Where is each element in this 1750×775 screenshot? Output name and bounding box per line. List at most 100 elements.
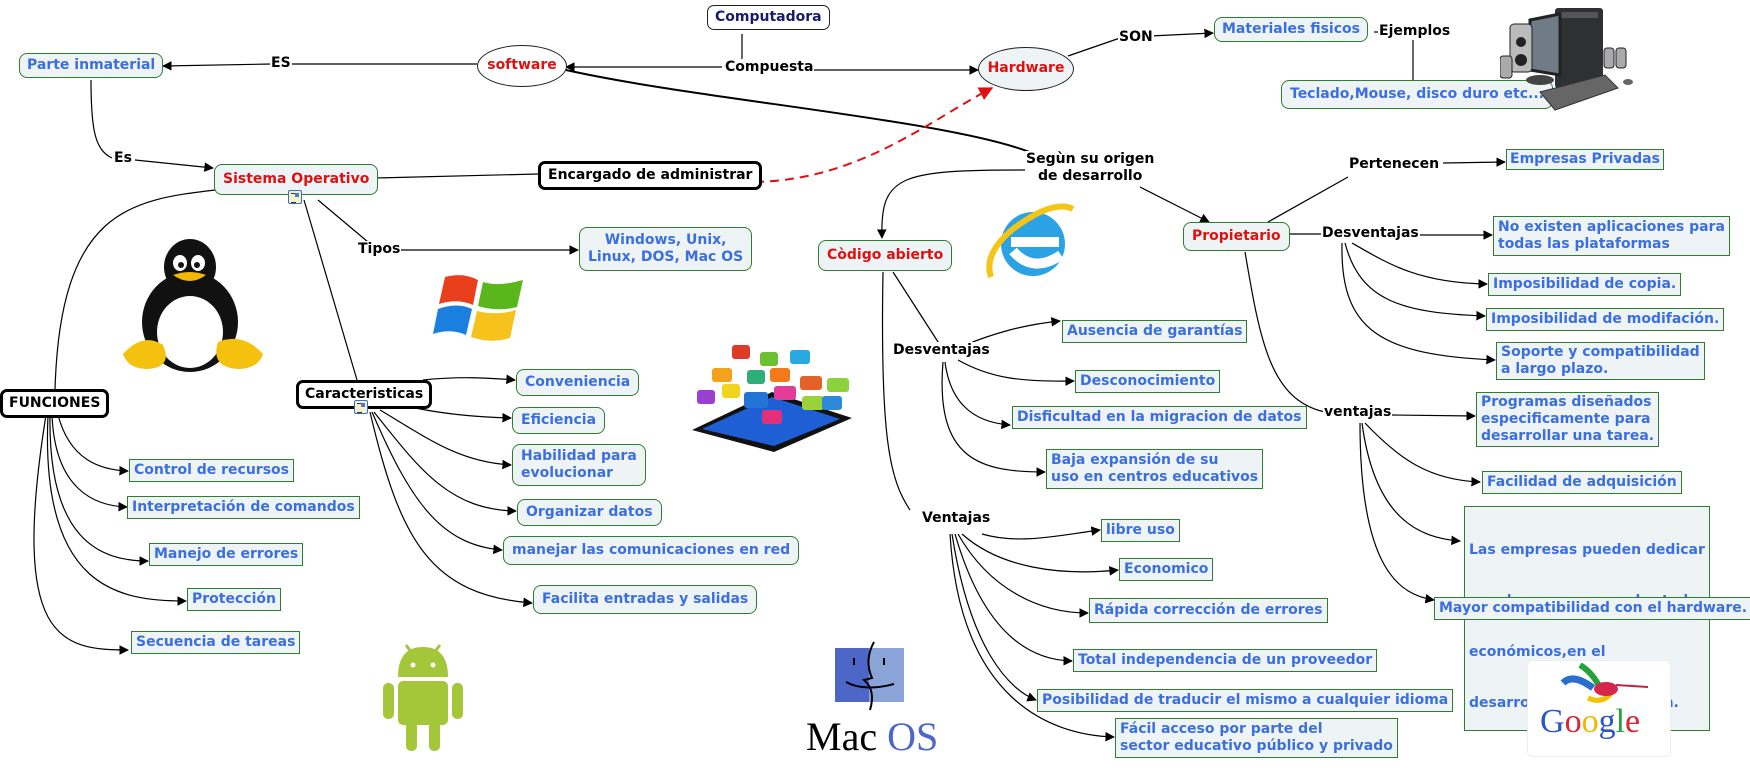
macos-text-mac: Mac <box>806 714 878 759</box>
concept-label-line: especificamente para <box>1481 411 1651 427</box>
concept-label: Eficiencia <box>521 412 597 428</box>
concept-hardware-ejemplos[interactable]: Teclado,Mouse, disco duro etc... <box>1281 80 1553 109</box>
concept-label-line: a largo plazo. <box>1501 361 1609 377</box>
resource-document-icon[interactable] <box>354 400 368 414</box>
funcion-item[interactable]: Protección <box>187 588 281 611</box>
link-label-es: ES <box>270 55 292 72</box>
computer-tower-icon <box>1555 8 1603 88</box>
link-car-facilita <box>369 411 533 608</box>
concept-label: Conveniencia <box>525 374 631 390</box>
caracteristica-item[interactable]: Conveniencia <box>516 369 640 396</box>
concept-encargado-administrar[interactable]: Encargado de administrar <box>538 161 763 190</box>
link-segun-codigo <box>876 169 1026 239</box>
abierto-ventaja-item[interactable]: Rápida corrección de errores <box>1089 598 1328 623</box>
link-desv-disficultad <box>944 361 1011 430</box>
concept-label: Encargado de administrar <box>548 167 753 183</box>
macos-text-os: OS <box>887 714 939 759</box>
abierto-desventaja-item[interactable]: Ausencia de garantías <box>1062 320 1248 343</box>
propietario-desventaja-item[interactable]: Imposibilidad de modifación. <box>1486 308 1725 331</box>
tux-foot-icon <box>216 338 263 369</box>
link-propietario-ventajas <box>1244 251 1326 413</box>
funcion-item[interactable]: Control de recursos <box>129 459 294 482</box>
propietario-desventaja-item[interactable]: No existen aplicaciones para todas las p… <box>1493 216 1730 256</box>
concept-computadora[interactable]: Computadora <box>707 5 830 30</box>
concept-codigo-abierto[interactable]: Còdigo abierto <box>818 240 953 271</box>
concept-label-line: sector educativo público y privado <box>1120 738 1393 754</box>
abierto-ventaja-item[interactable]: Fácil acceso por parte del sector educat… <box>1115 718 1398 758</box>
link-label-desventajas-abierto: Desventajas <box>892 342 991 359</box>
propietario-ventaja-item[interactable]: Facilidad de adquisición <box>1482 471 1682 494</box>
computer-monitor-icon <box>1528 12 1562 77</box>
link-pvent-programas <box>1391 411 1476 421</box>
concept-parte-inmaterial[interactable]: Parte inmaterial <box>19 53 164 78</box>
propietario-desventaja-item[interactable]: Soporte y compatibilidad a largo plazo. <box>1496 342 1705 380</box>
concept-label-line: Windows, Unix, <box>604 232 727 248</box>
concept-label-line: Programas diseñados <box>1481 394 1652 410</box>
abierto-desventaja-item[interactable]: Disficultad en la migracion de datos <box>1012 406 1307 429</box>
caracteristica-item[interactable]: Eficiencia <box>512 407 606 434</box>
concept-label-line: Baja expansión de su <box>1051 452 1219 468</box>
caracteristica-item[interactable]: manejar las comunicaciones en red <box>503 536 800 565</box>
concept-label: manejar las comunicaciones en red <box>512 542 791 558</box>
funcion-item[interactable]: Manejo de errores <box>149 543 304 566</box>
caracteristica-item[interactable]: Facilita entradas y salidas <box>533 585 758 614</box>
link-vent-libre <box>981 526 1101 540</box>
link-codigo-desventajas <box>892 271 941 346</box>
concept-hardware[interactable]: Hardware <box>978 47 1074 91</box>
keyboard-icon <box>1539 74 1619 111</box>
concept-label: Hardware <box>987 60 1065 76</box>
concept-label-line: todas las plataformas <box>1498 236 1670 252</box>
concept-empresas-privadas[interactable]: Empresas Privadas <box>1506 149 1664 170</box>
link-desv-desconocimiento <box>957 359 1075 386</box>
abierto-desventaja-item[interactable]: Desconocimiento <box>1075 370 1221 393</box>
abierto-ventaja-item[interactable]: libre uso <box>1101 519 1180 542</box>
abierto-ventaja-item[interactable]: Economico <box>1119 558 1214 581</box>
concept-label: software <box>487 57 557 73</box>
hummingbird-icon <box>1560 663 1649 703</box>
resource-document-icon[interactable] <box>288 190 302 204</box>
concept-software[interactable]: software <box>477 45 567 87</box>
concept-label: Caracteristicas <box>305 386 424 402</box>
link-son-materiales <box>1149 28 1214 39</box>
link-hardware-son <box>1067 37 1121 57</box>
computer-image <box>1500 8 1633 111</box>
concept-label-line: económicos,en el <box>1469 644 1606 660</box>
caracteristica-item[interactable]: Organizar datos <box>517 499 662 526</box>
link-label-compuesta: Compuesta <box>724 59 815 76</box>
link-label-desventajas-propietario: Desventajas <box>1321 225 1420 242</box>
link-software-segun <box>565 69 1033 154</box>
link-funciones-secuencia <box>33 414 129 655</box>
internet-explorer-logo-image <box>986 203 1075 278</box>
google-wordmark: Google <box>1540 703 1641 740</box>
propietario-ventaja-item[interactable]: Mayor compatibilidad con el hardware. <box>1434 597 1750 620</box>
concept-sistema-operativo[interactable]: Sistema Operativo <box>214 164 379 195</box>
concept-label: Economico <box>1124 561 1209 577</box>
concept-funciones[interactable]: FUNCIONES <box>0 389 110 418</box>
link-label-son: SON <box>1118 29 1154 46</box>
funcion-item[interactable]: Interpretación de comandos <box>127 496 360 519</box>
android-logo-image <box>383 644 463 751</box>
link-so-encargado <box>374 173 539 179</box>
concept-label: Propietario <box>1192 228 1281 244</box>
link-label-tipos: Tipos <box>357 241 402 258</box>
concept-materiales-fisicos[interactable]: Materiales fisicos <box>1214 17 1368 42</box>
funcion-item[interactable]: Secuencia de tareas <box>131 631 301 654</box>
caracteristica-item[interactable]: Habilidad para evolucionar <box>512 444 646 486</box>
abierto-ventaja-item[interactable]: Posibilidad de traducir el mismo a cualq… <box>1037 689 1454 712</box>
propietario-desventaja-item[interactable]: Imposibilidad de copia. <box>1488 273 1682 296</box>
concept-label: Materiales fisicos <box>1222 21 1360 37</box>
concept-label-line: desarrollar una tarea. <box>1481 428 1655 444</box>
macos-finder-icon <box>835 641 904 711</box>
link-vent-rapida <box>957 533 1089 618</box>
link-desv-baja <box>941 361 1046 477</box>
concept-label: Protección <box>192 591 276 607</box>
propietario-ventaja-item[interactable]: Programas diseñados especificamente para… <box>1476 392 1660 447</box>
concept-label: Empresas Privadas <box>1510 151 1660 167</box>
concept-propietario[interactable]: Propietario <box>1183 222 1290 251</box>
abierto-ventaja-item[interactable]: Total independencia de un proveedor <box>1073 649 1378 672</box>
link-vent-facil <box>949 533 1115 742</box>
concept-tipos-so[interactable]: Windows, Unix, Linux, DOS, Mac OS <box>579 227 753 271</box>
concept-label: Control de recursos <box>134 462 289 478</box>
abierto-desventaja-item[interactable]: Baja expansión de su uso en centros educ… <box>1046 449 1264 489</box>
